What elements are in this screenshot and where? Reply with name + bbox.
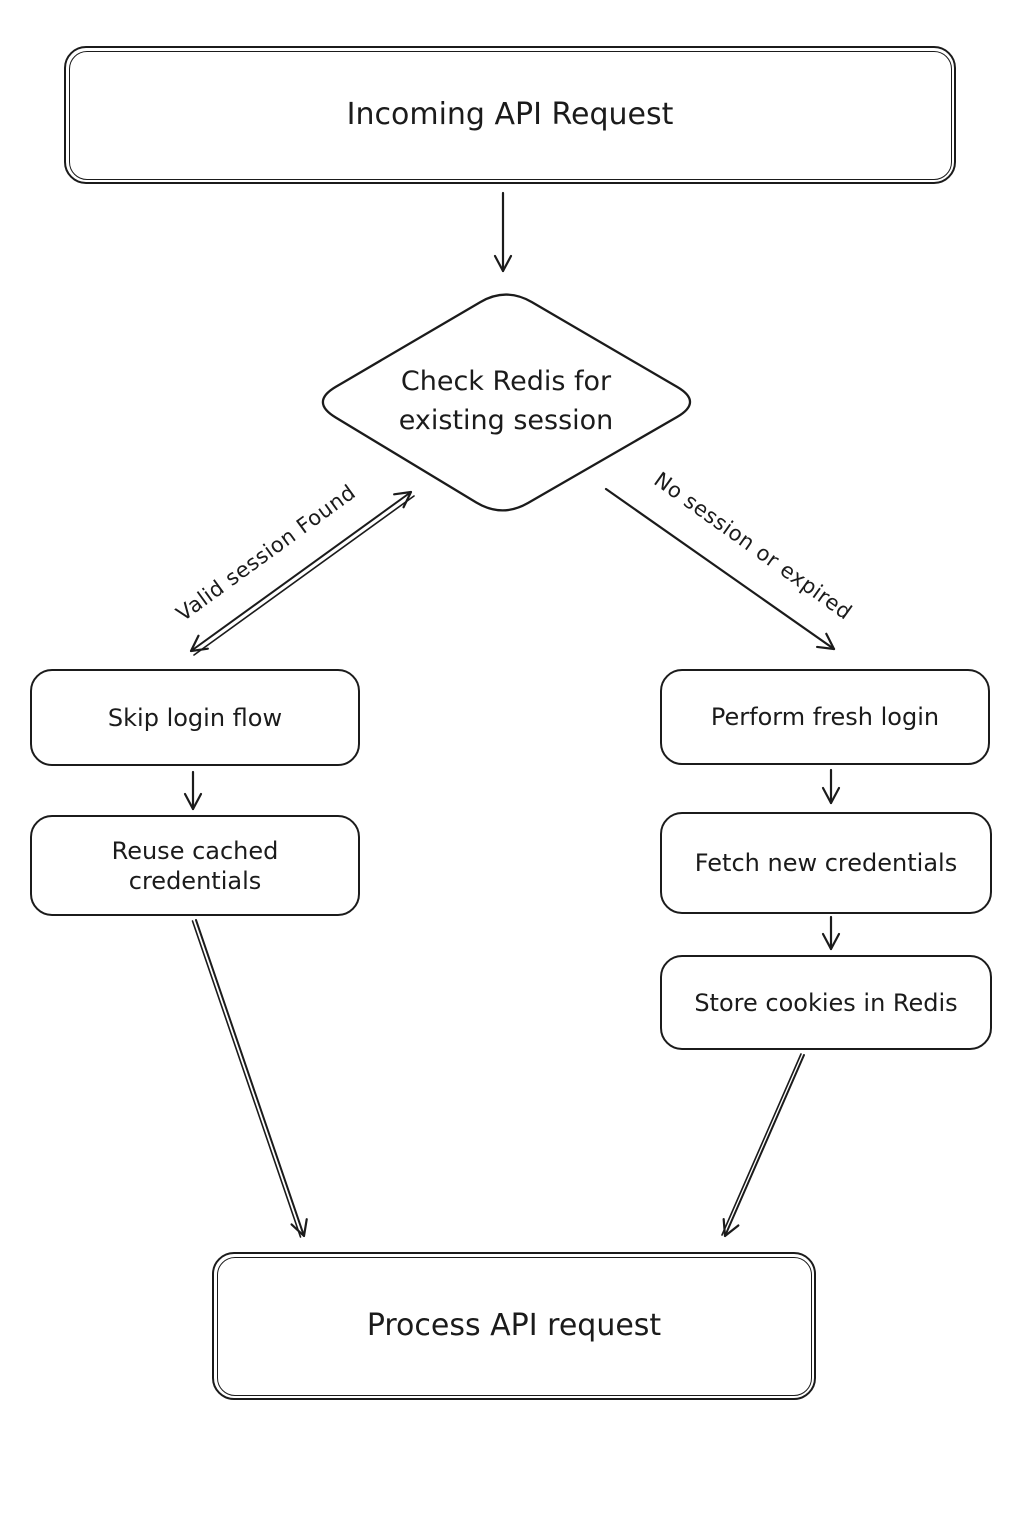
arrow-reuse-to-process: [195, 919, 308, 1238]
node-check-redis-label: Check Redis for existing session: [336, 362, 676, 440]
node-check-redis-label-line1: Check Redis for: [400, 365, 612, 397]
node-fetch-new-credentials-label: Fetch new credentials: [694, 849, 958, 877]
edge-label-valid-session-found: Valid session Found: [171, 480, 361, 626]
node-incoming-api-request-label: Incoming API Request: [346, 97, 674, 133]
node-process-api-request-label: Process API request: [366, 1308, 662, 1344]
node-check-redis-label-line2: existing session: [398, 405, 614, 436]
arrow-reuse-to-process-overdraw: [191, 920, 302, 1238]
node-skip-login-flow-label: Skip login flow: [107, 703, 283, 732]
node-reuse-cached-credentials: Reuse cached credentials: [30, 815, 360, 916]
arrow-store-to-process-overdraw: [721, 1053, 802, 1236]
edge-label-no-session-or-expired: No session or expired: [649, 467, 857, 625]
node-skip-login-flow: Skip login flow: [30, 669, 360, 766]
node-fetch-new-credentials: Fetch new credentials: [660, 812, 992, 914]
node-reuse-cached-credentials-label: Reuse cached credentials: [111, 836, 279, 895]
node-store-cookies-in-redis-label: Store cookies in Redis: [694, 988, 958, 1017]
node-perform-fresh-login-label: Perform fresh login: [710, 703, 940, 731]
node-incoming-api-request: Incoming API Request: [64, 46, 956, 184]
node-store-cookies-in-redis: Store cookies in Redis: [660, 955, 992, 1050]
node-process-api-request: Process API request: [212, 1252, 816, 1400]
arrow-store-to-process: [722, 1054, 805, 1238]
node-perform-fresh-login: Perform fresh login: [660, 669, 990, 765]
